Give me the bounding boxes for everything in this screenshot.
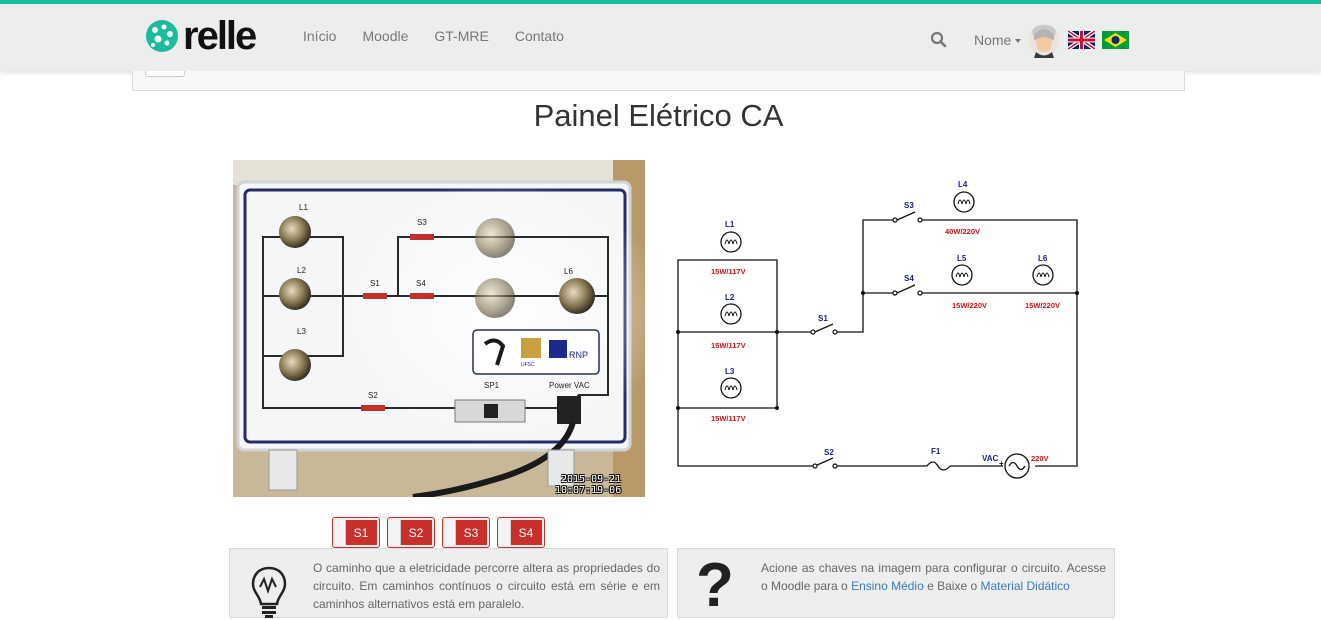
- lamp-l2-rating: 15W/117V: [711, 341, 746, 350]
- source-label: VAC: [982, 454, 999, 463]
- info-help-text: Acione as chaves na imagem para configur…: [761, 559, 1106, 595]
- switch-s2-label: S2: [824, 448, 834, 457]
- nav-link-contato[interactable]: Contato: [514, 28, 564, 44]
- camera-label-l1: L1: [299, 203, 308, 212]
- toolbar-strip: [132, 71, 1185, 91]
- info-box-help: ? Acione as chaves na imagem para config…: [677, 548, 1115, 618]
- camera-label-l3: L3: [297, 327, 306, 336]
- camera-label-s4: S4: [416, 279, 426, 288]
- brazil-flag-icon[interactable]: [1102, 31, 1130, 49]
- switch-s1-button[interactable]: S1: [333, 518, 379, 547]
- avatar[interactable]: [1027, 21, 1061, 59]
- camera-label-rnp: RNP: [569, 350, 588, 360]
- page-title: Painel Elétrico CA: [533, 98, 784, 133]
- lamp-l1-rating: 15W/117V: [711, 267, 746, 276]
- camera-label-sp1: SP1: [484, 381, 500, 390]
- uk-flag-icon[interactable]: [1068, 31, 1096, 49]
- switch-s2-button-label: S2: [408, 525, 424, 540]
- lamp-l2-label: L2: [725, 293, 735, 302]
- lamp-l3-label: L3: [725, 367, 735, 376]
- camera-timestamp: 2015-09-21 10:07:19-06: [555, 474, 621, 496]
- camera-feed[interactable]: L1 L2 L3 L6 S1 S3 S4 S2 SP1 Power VAC RN…: [233, 160, 645, 497]
- camera-label-s2: S2: [368, 391, 378, 400]
- switch-s3-button-label: S3: [463, 525, 479, 540]
- lamp-l3-rating: 15W/117V: [711, 414, 746, 423]
- camera-label-l2: L2: [297, 266, 306, 275]
- source-plus: +: [999, 459, 1004, 468]
- camera-label-power: Power VAC: [549, 381, 590, 390]
- brand-link[interactable]: relle: [145, 14, 257, 58]
- navbar: relle Início Moodle GT-MRE Contato Nome: [0, 0, 1321, 71]
- camera-label-s1: S1: [370, 279, 380, 288]
- nav-link-inicio[interactable]: Início: [303, 28, 337, 44]
- fuse-label: F1: [931, 447, 941, 456]
- search-icon[interactable]: [930, 31, 948, 49]
- user-menu-toggle[interactable]: Nome: [974, 32, 1022, 48]
- circuit-schematic[interactable]: L1 L2 L3 L4 L5 L6 S1 S2 S3 S4 F1 VAC + 1…: [665, 172, 1095, 492]
- info-help-text-start: Acione as chaves na imagem para configur…: [761, 561, 1106, 593]
- camera-label-ufsc: UFSC: [521, 362, 535, 368]
- info-tip-text: O caminho que a eletricidade percorre al…: [313, 561, 660, 611]
- switch-s2-button[interactable]: S2: [388, 518, 434, 547]
- lightbulb-icon: [251, 566, 287, 618]
- toolbar-button[interactable]: [145, 71, 185, 77]
- lamp-l6-rating: 15W/220V: [1025, 301, 1060, 310]
- lamp-l1-label: L1: [725, 220, 735, 229]
- ensino-medio-link[interactable]: Ensino Médio: [851, 579, 924, 593]
- switch-s4-button[interactable]: S4: [498, 518, 544, 547]
- nav-link-moodle[interactable]: Moodle: [362, 28, 409, 44]
- lamp-l4-rating: 40W/220V: [945, 227, 980, 236]
- lamp-l4-label: L4: [958, 180, 968, 189]
- lamp-l5-rating: 15W/220V: [952, 301, 987, 310]
- brand-name: relle: [183, 14, 257, 58]
- nav-right: Nome: [930, 20, 1130, 60]
- caret-down-icon: [1015, 39, 1022, 44]
- question-mark-icon: ?: [696, 551, 734, 620]
- relle-logo-icon: [146, 20, 178, 52]
- camera-label-l6: L6: [564, 267, 573, 276]
- material-didatico-link[interactable]: Material Didático: [980, 579, 1070, 593]
- switch-s1-button-label: S1: [353, 525, 369, 540]
- info-help-text-mid: e Baixe o: [923, 579, 981, 593]
- switch-s1-label: S1: [818, 314, 828, 323]
- camera-date: 2015-09-21: [561, 474, 622, 485]
- switch-s3-label: S3: [904, 201, 914, 210]
- camera-label-s3: S3: [417, 218, 427, 227]
- source-value: 220V: [1031, 454, 1049, 463]
- switch-s4-button-label: S4: [518, 525, 534, 540]
- camera-lamps: [279, 216, 595, 381]
- lamp-l5-label: L5: [957, 254, 967, 263]
- main-nav: Início Moodle GT-MRE Contato: [290, 26, 577, 46]
- info-box-tip: O caminho que a eletricidade percorre al…: [229, 548, 668, 618]
- switch-s4-label: S4: [904, 274, 914, 283]
- camera-time: 10:07:19-06: [555, 485, 622, 496]
- switch-s3-button[interactable]: S3: [443, 518, 489, 547]
- switch-controls: S1 S2 S3 S4: [333, 518, 553, 547]
- nav-link-gt-mre[interactable]: GT-MRE: [434, 28, 489, 44]
- user-name: Nome: [974, 32, 1012, 48]
- lamp-l6-label: L6: [1038, 254, 1048, 263]
